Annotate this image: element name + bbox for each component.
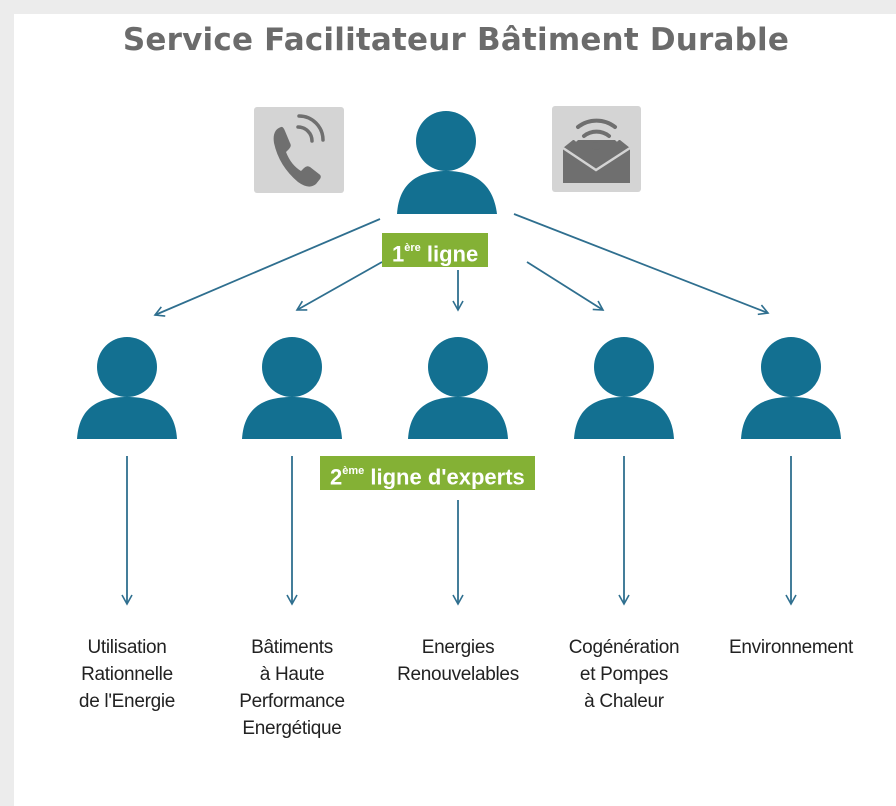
arrow-to-expert-5	[513, 213, 770, 316]
expert-person-icon	[741, 337, 841, 439]
expert-person-icon	[77, 337, 177, 439]
page-title: Service Facilitateur Bâtiment Durable	[122, 22, 790, 58]
expert-person-icon	[242, 337, 342, 439]
envelope-wifi-icon	[552, 106, 641, 192]
phone-icon	[254, 107, 344, 193]
expert-label-environment: Environnement	[729, 637, 853, 658]
first-line-arrows	[153, 213, 770, 317]
first-line-badge: 1ère ligne	[382, 233, 489, 267]
arrow-to-expert-2	[295, 261, 383, 311]
expert-person-icon	[574, 337, 674, 439]
arrow-to-expert-1	[153, 218, 381, 317]
second-line-experts-badge: 2ème ligne d'experts	[320, 456, 535, 490]
second-line-arrows	[121, 456, 797, 606]
arrow-to-expert-4	[526, 261, 605, 311]
coordinator-person-icon	[397, 111, 497, 214]
expert-person-icon	[408, 337, 508, 439]
